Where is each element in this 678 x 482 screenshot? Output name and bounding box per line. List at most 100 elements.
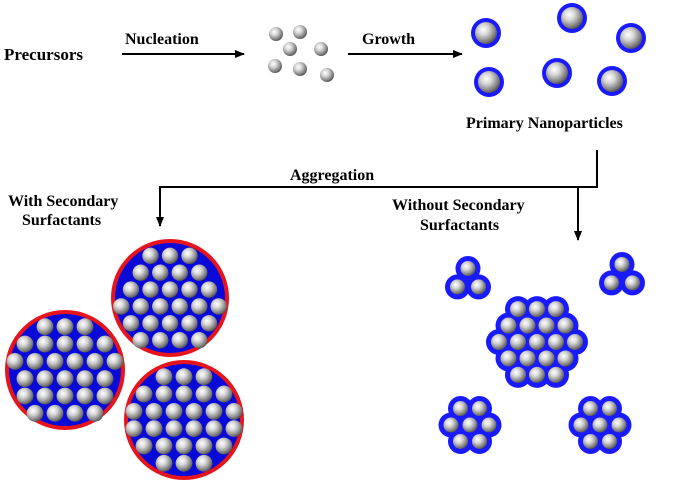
particle-core <box>6 352 24 370</box>
particle-core <box>142 247 159 264</box>
particle-core <box>561 7 583 29</box>
without-secondary-clusters <box>438 251 645 454</box>
particle-core <box>76 370 94 388</box>
particle-core <box>225 420 243 438</box>
particle-core <box>175 385 193 403</box>
nucleus-particle <box>283 42 297 56</box>
particle-core <box>175 368 193 386</box>
particle-core <box>215 437 233 455</box>
particle-core <box>205 402 223 420</box>
particle-core <box>529 301 545 318</box>
particle-core <box>181 247 198 264</box>
particle-core <box>56 370 74 388</box>
without-secondary-label-1: Without Secondary <box>392 197 525 214</box>
particle-core <box>145 402 163 420</box>
particle-core <box>529 334 545 350</box>
particle-core <box>215 385 233 403</box>
particle-core <box>195 437 213 455</box>
particle-core <box>175 437 193 455</box>
particle-core <box>132 264 149 281</box>
precursors-label: Precursors <box>4 45 83 64</box>
particle-core <box>443 417 459 433</box>
particle-core <box>500 317 517 334</box>
particle-core <box>66 352 84 370</box>
primary-nanoparticle <box>471 18 501 48</box>
particle-core <box>548 301 564 318</box>
particle-core <box>195 368 213 386</box>
particle-core <box>500 350 517 367</box>
particle-core <box>145 420 163 438</box>
large-cluster <box>486 296 588 388</box>
nucleation-label: Nucleation <box>125 31 199 48</box>
particle-core <box>125 402 143 420</box>
particle-core <box>548 366 564 383</box>
particle-core <box>195 385 213 403</box>
particle-core <box>529 366 545 383</box>
primary-nanoparticle <box>597 66 627 96</box>
particle-core <box>152 298 169 315</box>
particle-core <box>56 387 74 405</box>
particle-core <box>519 350 536 367</box>
particle-core <box>152 264 169 281</box>
particle-core <box>519 317 536 334</box>
particle-core <box>161 315 179 332</box>
particle-core <box>142 281 159 298</box>
nucleus-particle <box>320 68 334 82</box>
particle-core <box>181 281 198 298</box>
particle-core <box>171 332 188 349</box>
particle-core <box>546 62 568 84</box>
particle-core <box>195 454 213 472</box>
primary-nanoparticle <box>557 3 587 33</box>
particle-core <box>510 301 526 318</box>
particle-core <box>122 315 140 332</box>
particle-core <box>56 318 74 336</box>
particle-core <box>96 335 114 353</box>
triplet-cluster <box>445 255 491 300</box>
primary-nanoparticles-group <box>471 3 646 97</box>
particle-core <box>510 334 526 350</box>
aggregation-arrow-left <box>156 150 598 227</box>
particle-core <box>86 404 104 422</box>
nucleus-particle <box>268 59 282 73</box>
particle-core <box>573 417 589 433</box>
particle-core <box>592 417 608 433</box>
particle-core <box>125 420 143 438</box>
particle-core <box>181 315 198 332</box>
nuclei-group <box>268 25 334 82</box>
particle-core <box>171 264 188 281</box>
particle-core <box>191 298 208 315</box>
particle-core <box>175 454 193 472</box>
particle-core <box>620 27 642 49</box>
growth-label: Growth <box>362 31 415 48</box>
particle-core <box>152 332 169 349</box>
particle-core <box>200 281 218 298</box>
particle-core <box>471 279 486 295</box>
primary-nanoparticle <box>616 23 646 53</box>
particle-core <box>46 404 64 422</box>
particle-core <box>155 454 173 472</box>
particle-core <box>135 385 153 403</box>
particle-core <box>475 22 497 44</box>
cluster-with-shell <box>5 310 125 430</box>
particle-core <box>548 334 564 350</box>
particle-core <box>56 335 74 353</box>
particle-core <box>462 417 478 433</box>
nucleus-particle <box>314 42 328 56</box>
nucleus-particle <box>293 25 307 39</box>
particle-core <box>191 332 208 349</box>
aggregation-label: Aggregation <box>290 167 374 184</box>
particle-core <box>165 420 183 438</box>
nucleus-particle <box>293 62 307 76</box>
particle-core <box>472 401 487 417</box>
particle-core <box>210 298 227 315</box>
particle-core <box>132 298 149 315</box>
particle-core <box>583 401 598 417</box>
particle-core <box>161 247 179 264</box>
particle-core <box>76 387 94 405</box>
particle-core <box>36 387 54 405</box>
particle-core <box>106 352 124 370</box>
particle-core <box>86 352 104 370</box>
secondary-surfactant-shell <box>5 310 125 430</box>
particle-core <box>583 433 598 449</box>
